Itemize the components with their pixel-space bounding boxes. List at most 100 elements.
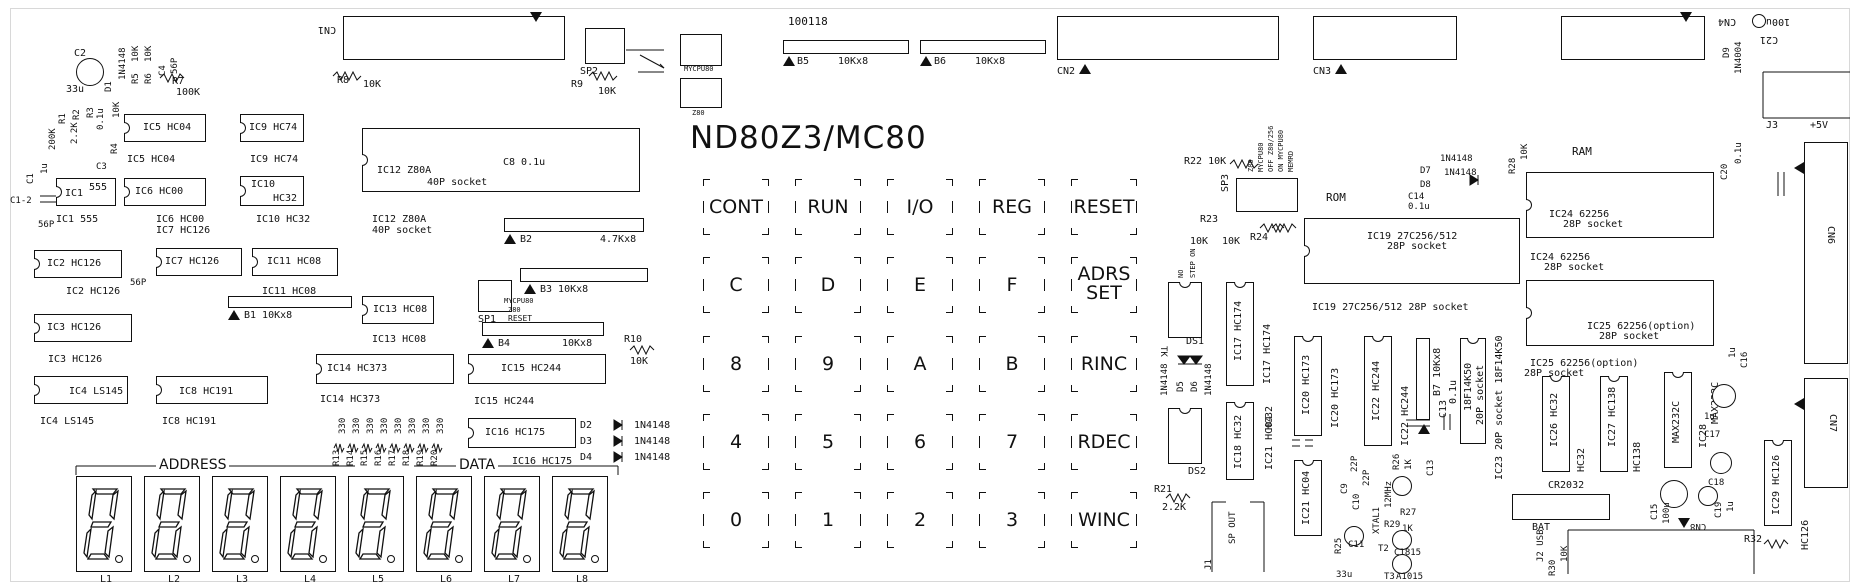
ds2-label: DS2: [1188, 466, 1207, 477]
display-digit-label: L5: [372, 574, 385, 585]
cn4-label: CN4: [1718, 16, 1737, 27]
switch-sp3: [1236, 178, 1298, 212]
d1-label: D1: [104, 81, 114, 92]
ic7-sublabel: IC7 HC126: [156, 225, 211, 236]
resistor-r14-value: 330: [352, 417, 362, 434]
r24-label: R24: [1250, 232, 1269, 243]
capacitor-c15-body: [1660, 480, 1688, 508]
t3-label: T3: [1384, 572, 1395, 582]
chip-ic10-body: IC10: [251, 179, 276, 190]
r23-value: 10K: [1190, 236, 1209, 247]
b3-label: B3 10Kx8: [540, 284, 589, 295]
key-0[interactable]: 0: [703, 492, 769, 548]
key-6[interactable]: 6: [887, 414, 953, 470]
resistor-array-b7: [1416, 338, 1430, 420]
chip-ic24-body: IC24 62256: [1549, 209, 1610, 220]
key-label: CONT: [708, 196, 764, 218]
ds1-notch: [1179, 282, 1191, 288]
ic21-sub-label: IC21 HC04: [1264, 415, 1275, 470]
chip-ic5-notch: [124, 122, 130, 134]
sp1-reset-label: RESET: [508, 314, 533, 323]
key-label: A: [913, 353, 927, 375]
chip-ic6-body: IC6 HC00: [135, 186, 184, 197]
resistor-r18-value: 330: [408, 417, 418, 434]
key-label: RUN: [807, 196, 849, 218]
key-winc[interactable]: WINC: [1071, 492, 1137, 548]
key-rdec[interactable]: RDEC: [1071, 414, 1137, 470]
c19-value: 1u: [1726, 501, 1736, 512]
cn1-label: CN1: [318, 24, 337, 35]
key-run[interactable]: RUN: [795, 179, 861, 235]
d8-label: D8: [1420, 180, 1431, 190]
c1-value: 1u: [40, 163, 50, 174]
chip-ic3: IC3 HC126: [34, 314, 132, 342]
d5-label: D5: [1176, 381, 1186, 392]
key-7[interactable]: 7: [979, 414, 1045, 470]
d1-value: 1N4148: [118, 47, 128, 80]
chip-ic20: IC20 HC173: [1294, 336, 1322, 436]
chip-ic21: IC21 HC04: [1294, 460, 1322, 536]
display-digit-l1: [76, 476, 132, 572]
key-9[interactable]: 9: [795, 336, 861, 392]
j1-label: J1: [1204, 559, 1214, 570]
d6-value: 1N4148: [1204, 363, 1214, 396]
ic6-label: IC6 HC00: [156, 214, 205, 225]
c1-2-value: 56P: [38, 220, 55, 230]
chip-ic21-notch: [1302, 460, 1314, 466]
data-group-label: DATA: [456, 457, 499, 473]
key-8[interactable]: 8: [703, 336, 769, 392]
key-e[interactable]: E: [887, 257, 953, 313]
key-f[interactable]: F: [979, 257, 1045, 313]
b7-pin1-marker: [1418, 424, 1430, 434]
b6-label: B6: [934, 56, 947, 67]
ic8-label: IC8 HC191: [162, 416, 217, 427]
key-c[interactable]: C: [703, 257, 769, 313]
key-label: E: [913, 274, 926, 296]
c20-label: C20: [1720, 163, 1730, 180]
chip-ic16-notch: [468, 427, 474, 439]
d2-label: D2: [580, 420, 593, 431]
key-1[interactable]: 1: [795, 492, 861, 548]
key-label: F: [1006, 274, 1018, 296]
chip-ic17-notch: [1234, 282, 1246, 288]
key-4[interactable]: 4: [703, 414, 769, 470]
r8-label: R8: [337, 75, 350, 86]
c14-label: C14: [1408, 192, 1425, 202]
key-reset[interactable]: RESET: [1071, 179, 1137, 235]
key-rinc[interactable]: RINC: [1071, 336, 1137, 392]
ic11-label: IC11 HC08: [262, 286, 317, 297]
key-2[interactable]: 2: [887, 492, 953, 548]
sp3-label: SP3: [1220, 173, 1231, 192]
c8-label: C8 0.1u: [503, 157, 546, 168]
c12-label: C13: [1426, 459, 1436, 476]
key-reg[interactable]: REG: [979, 179, 1045, 235]
chip-ic24-notch: [1526, 199, 1532, 211]
r4-value: 10K: [112, 101, 122, 118]
key-a[interactable]: A: [887, 336, 953, 392]
j2-label: J2 USB: [1536, 529, 1546, 562]
chip-ic7: IC7 HC126: [156, 248, 242, 276]
b5-label: B5: [797, 56, 810, 67]
key-label: 6: [913, 431, 927, 453]
b1-label: B1 10Kx8: [244, 310, 293, 321]
key-5[interactable]: 5: [795, 414, 861, 470]
capacitor-c11-body: [1344, 526, 1364, 546]
key-i-o[interactable]: I/O: [887, 179, 953, 235]
c3-label: C3: [96, 162, 107, 172]
r2-value: 2.2K: [70, 122, 80, 144]
chip-ic13-body: IC13 HC08: [373, 304, 428, 315]
chip-ic11-body: IC11 HC08: [267, 256, 322, 267]
chip-ic28-notch: [1672, 372, 1684, 378]
c5-label: 56P: [130, 278, 147, 288]
chip-ic4-notch: [34, 384, 40, 396]
key-d[interactable]: D: [795, 257, 861, 313]
chip-ic12-z80: IC12 Z80A 40P socket C8 0.1u: [362, 128, 640, 192]
key-adrs-set[interactable]: ADRS SET: [1071, 257, 1137, 313]
key-cont[interactable]: CONT: [703, 179, 769, 235]
d4-label: D4: [580, 452, 593, 463]
key-b[interactable]: B: [979, 336, 1045, 392]
display-digit-l5: [348, 476, 404, 572]
chip-ic29: IC29 HC126: [1764, 440, 1792, 526]
key-3[interactable]: 3: [979, 492, 1045, 548]
r1-value: 200K: [48, 128, 58, 150]
